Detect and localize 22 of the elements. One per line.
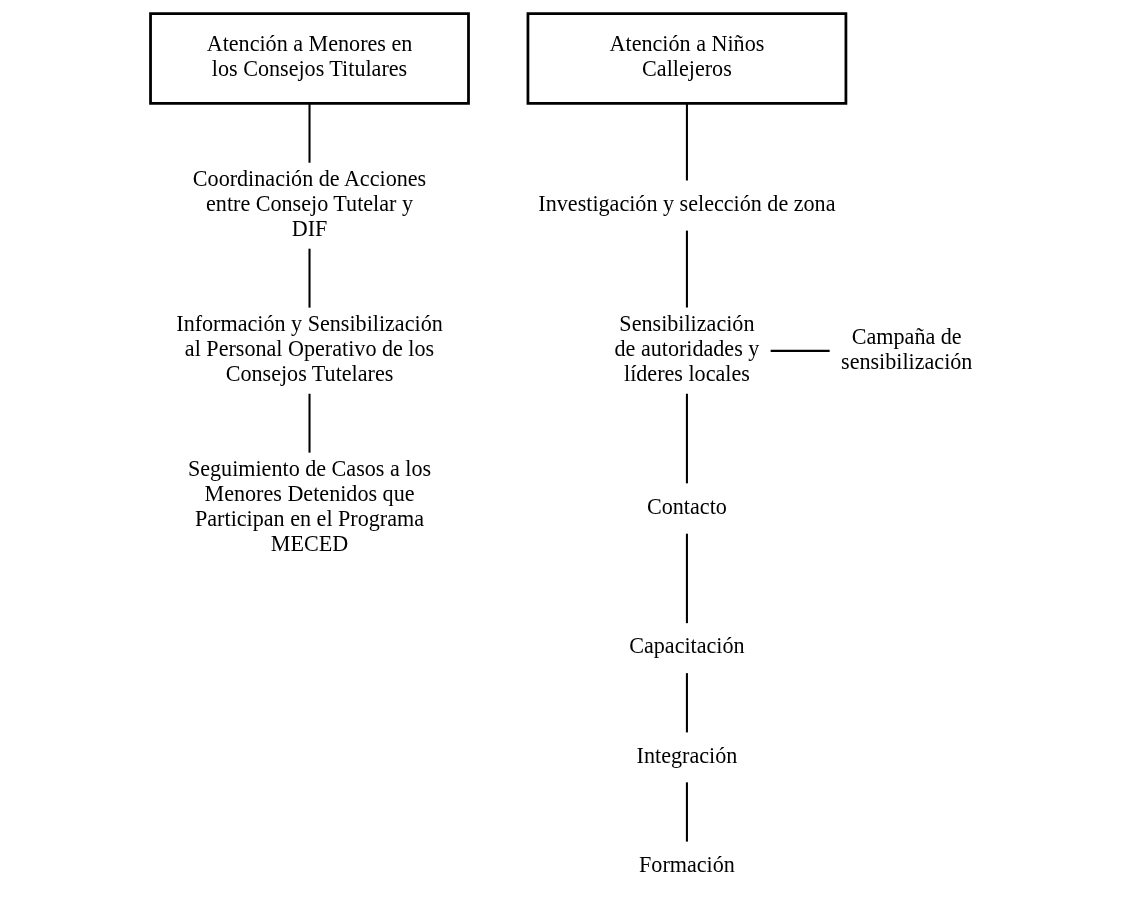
connector — [307, 248, 311, 308]
connector — [685, 393, 688, 484]
node-text: Capacitación — [628, 633, 745, 659]
node-text: Información y Sensibilización al Personal Operativo de los Consejos Tutelares — [175, 311, 443, 387]
node-text: Formación — [638, 851, 735, 877]
node-text: Campaña de sensibilización — [840, 323, 972, 374]
node-text: Integración — [636, 742, 737, 768]
node-text: Coordinación de Acciones entre Consejo Tutelar y DIF — [192, 166, 426, 241]
node-box: Atención a Niños Callejeros — [526, 12, 847, 105]
node-text: Seguimiento de Casos a los Menores Detenidos que Participan en el Programa MECED — [187, 456, 431, 557]
node-text: Sensibilización de autoridades y líderes locales — [613, 311, 759, 387]
connector — [685, 230, 688, 308]
node-box: Atención a Menores en los Consejos Titulares — [148, 12, 470, 105]
connector — [685, 103, 688, 181]
connector — [685, 673, 688, 733]
connector — [307, 393, 311, 453]
node-text: Contacto — [646, 493, 727, 519]
connector — [685, 782, 688, 842]
connector — [685, 533, 688, 624]
node-text: Investigación y selección de zona — [537, 190, 835, 216]
connector — [307, 103, 311, 163]
connector — [770, 349, 830, 352]
